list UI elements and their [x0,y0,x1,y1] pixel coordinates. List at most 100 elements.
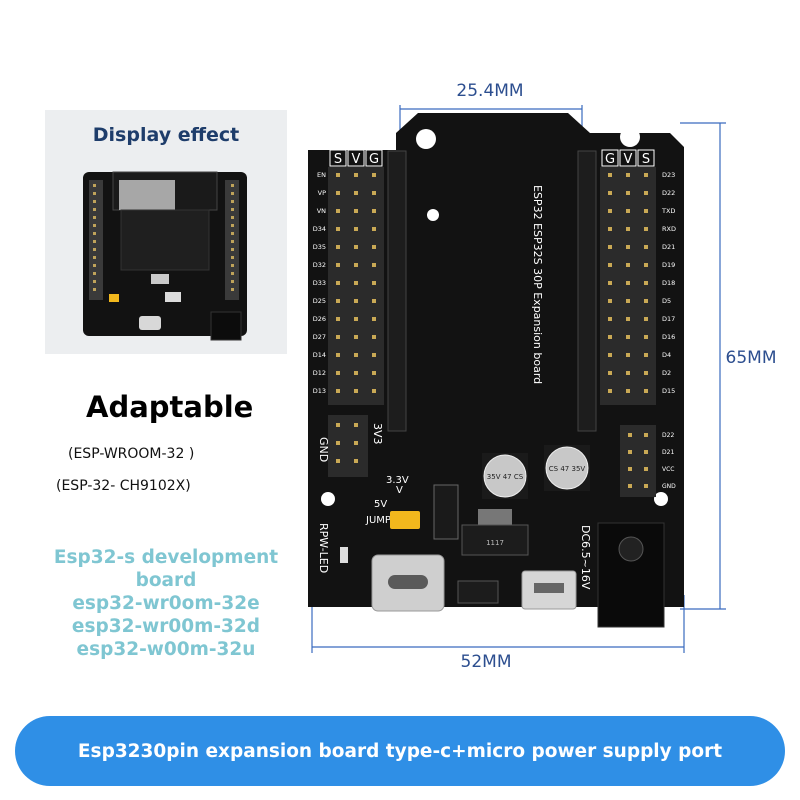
pin-label: D25 [313,297,326,305]
variants-list: Esp32-s development board esp32-wr0om-32… [30,546,302,661]
pin [626,173,630,177]
variant-line: Esp32-s development [53,547,279,568]
pin [626,227,630,231]
pin [608,317,612,321]
pin [354,371,358,375]
pin [644,484,648,488]
cap-label-2: CS 47 35V [549,465,586,473]
mini-pin [93,208,96,211]
header-label-box [347,149,365,167]
model-ch9102x: (ESP-32- CH9102X) [56,478,191,494]
pin [608,389,612,393]
pin [336,281,340,285]
pin [644,433,648,437]
mini-pin [93,272,96,275]
pin [354,335,358,339]
model-wroom32: (ESP-WROOM-32 ) [68,446,195,462]
label-5v-jump: 5V [374,499,387,510]
pin [644,227,648,231]
mini-pin [231,232,234,235]
mini-pin [93,240,96,243]
label-jump: JUMP [365,515,391,526]
banner-text: Esp3230pin expansion board type-c+micro … [77,740,723,762]
header-label: S [642,152,650,167]
header-label: G [605,152,615,167]
pin [372,191,376,195]
pin [336,371,340,375]
mini-pin [231,224,234,227]
cap-label-1: 35V 47 CS [487,473,524,481]
label-dc: DC6.5~16V [579,525,592,590]
pin [336,317,340,321]
pin [626,263,630,267]
pin [608,191,612,195]
mounting-holes [321,127,668,506]
pin-label: D12 [313,369,326,377]
pin-label: D4 [662,351,671,359]
pin [608,209,612,213]
header-label-box [637,149,655,167]
pin [354,317,358,321]
label-v: V [396,485,403,496]
pin [644,191,648,195]
pin-label: D21 [662,243,675,251]
pin-label: D15 [662,387,675,395]
right-female-header [577,150,597,432]
pin [354,245,358,249]
pin [336,389,340,393]
pin [644,450,648,454]
pin [336,191,340,195]
usb-c-slot [388,575,428,589]
pin [372,263,376,267]
pin [372,371,376,375]
power-led [340,547,348,563]
pin-label: VN [317,207,326,215]
pin [626,245,630,249]
pin [626,317,630,321]
pin [608,263,612,267]
diode [433,484,459,540]
pin [608,281,612,285]
pin [626,371,630,375]
power-header-left [328,415,368,477]
pin [608,335,612,339]
pin [644,389,648,393]
pin [626,281,630,285]
pin [644,467,648,471]
pin [372,227,376,231]
micro-usb-slot [534,583,564,593]
pin-label: D13 [313,387,326,395]
pin [644,173,648,177]
pin-label: VP [318,189,326,197]
pin [354,191,358,195]
pin [336,353,340,357]
pin [354,263,358,267]
label-gnd: GND [317,437,330,462]
pin [608,353,612,357]
pin [628,450,632,454]
mini-pin [93,224,96,227]
power-pin-label: VCC [662,466,674,473]
pin-label: D27 [313,333,326,341]
pin [628,484,632,488]
pin [354,209,358,213]
pin [354,353,358,357]
left-female-header [387,150,407,432]
pin-label: D5 [662,297,671,305]
pin [644,371,648,375]
variant-line: esp32-wr00m-32d [71,616,261,637]
pin [626,299,630,303]
jumper-cap [390,511,420,529]
variant-line: esp32-w00m-32u [76,639,256,660]
footer-banner: Esp3230pin expansion board type-c+micro … [15,716,785,786]
regulator-tab [478,509,512,525]
pin [354,389,358,393]
pin [372,209,376,213]
smd-component [457,580,499,604]
header-label: V [624,152,633,167]
pin-label: D26 [313,315,326,323]
pin [608,245,612,249]
adaptable-heading: Adaptable [86,390,254,424]
